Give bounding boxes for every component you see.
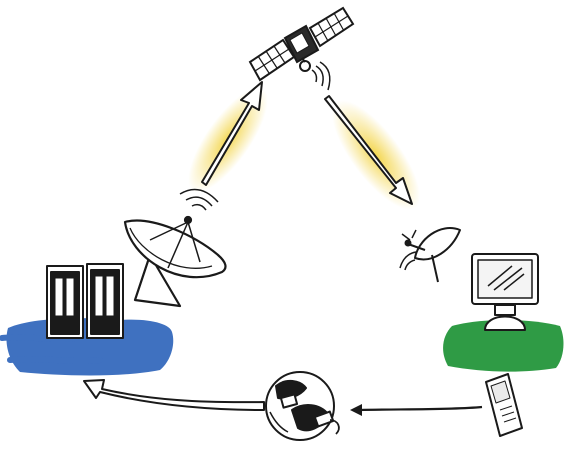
- phone-to-globe-arrow: [350, 404, 482, 416]
- uplink-dish-icon: [125, 190, 225, 307]
- receiver-dish-icon: [400, 228, 460, 282]
- globe-icon: [266, 372, 339, 440]
- globe-to-server-arrow: [84, 380, 264, 410]
- monitor-icon: [472, 254, 538, 330]
- satellite-icon: [250, 8, 353, 90]
- mobile-phone-icon: [486, 374, 522, 436]
